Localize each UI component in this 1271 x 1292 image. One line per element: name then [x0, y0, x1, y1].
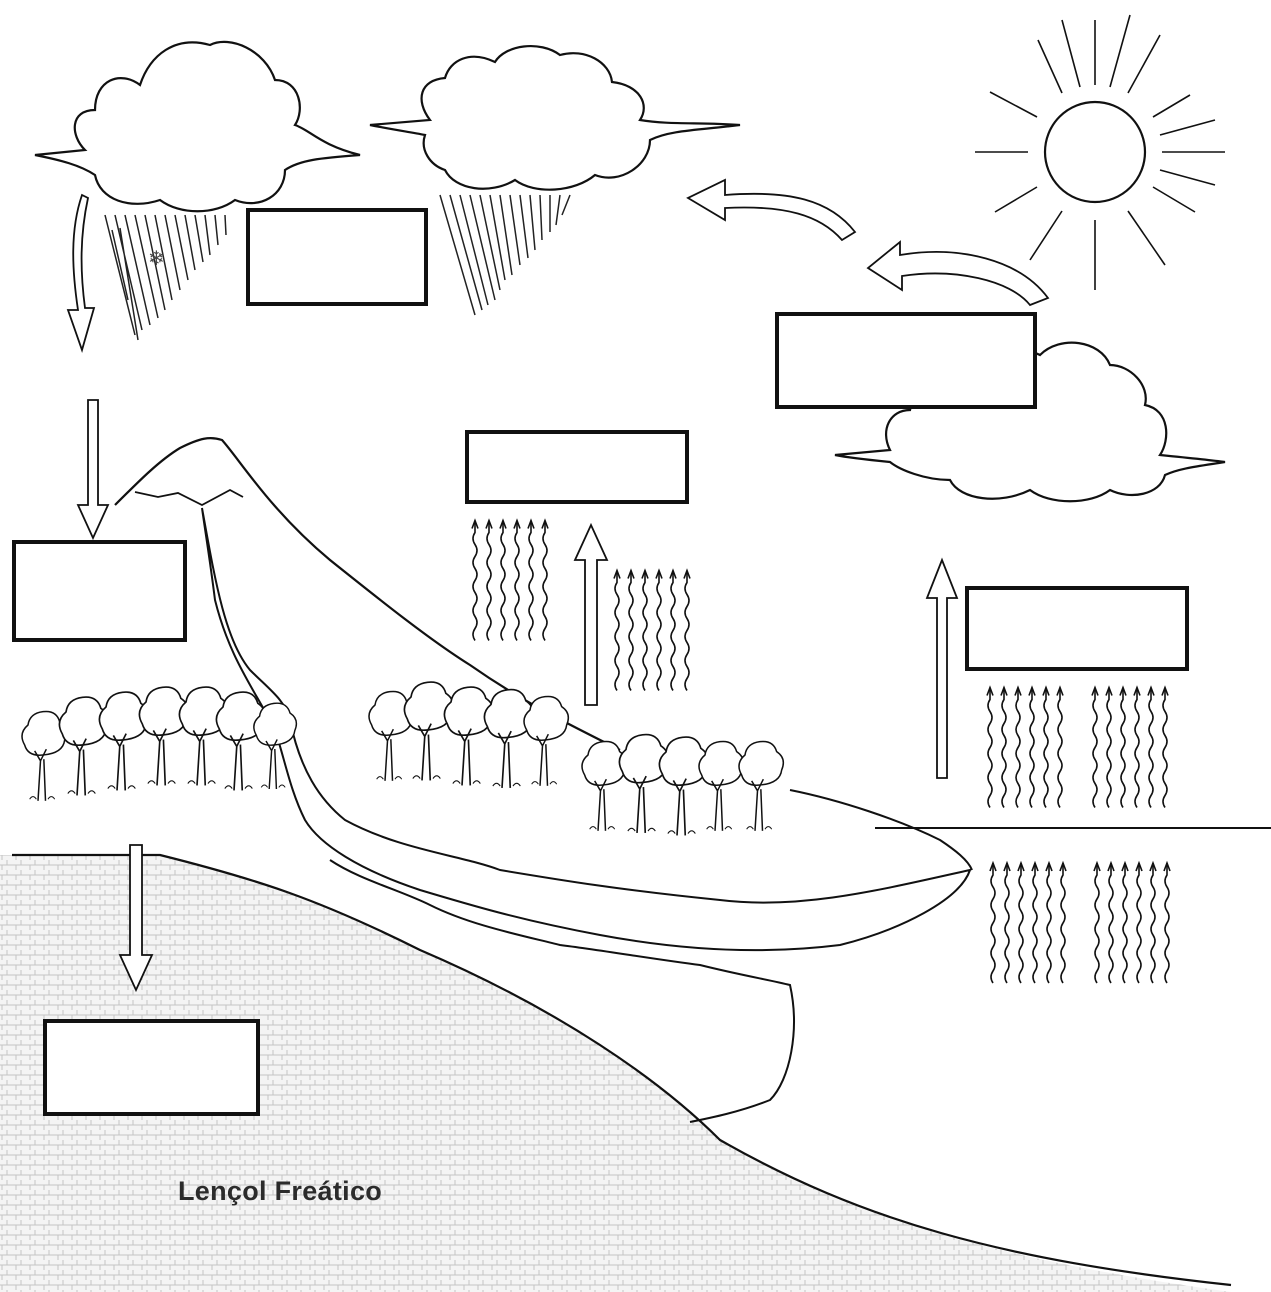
label-box-evaporation[interactable] [465, 430, 689, 504]
forest-middle [367, 680, 570, 790]
cloud-icon [369, 45, 741, 191]
forest-left [20, 685, 298, 802]
mountain-icon [114, 437, 621, 751]
label-box-infiltration[interactable] [43, 1019, 260, 1116]
arrow-icon [66, 178, 1050, 993]
river-bank [329, 859, 795, 1123]
label-box-condensation[interactable] [775, 312, 1037, 409]
hill-right [789, 789, 973, 871]
cloud-icon [34, 40, 361, 213]
label-box-runoff[interactable] [12, 540, 187, 642]
snowflake-icon: ❄ [148, 246, 165, 270]
soil-ground [0, 855, 1231, 1292]
label-box-precipitation[interactable] [246, 208, 428, 306]
vapor-icon [613, 569, 691, 692]
vapor-icon [986, 686, 1169, 809]
mountain-snowcap [134, 488, 244, 507]
rain-icon [104, 214, 227, 341]
forest-right [580, 733, 785, 837]
vapor-icon [989, 862, 1171, 984]
sun-icon [975, 14, 1225, 290]
river [201, 507, 972, 952]
groundwater-label: Lençol Freático [178, 1176, 383, 1206]
label-box-transpiration[interactable] [965, 586, 1189, 671]
rain-icon [439, 194, 571, 316]
ground-line [12, 853, 1232, 1287]
vapor-icon [471, 519, 549, 642]
